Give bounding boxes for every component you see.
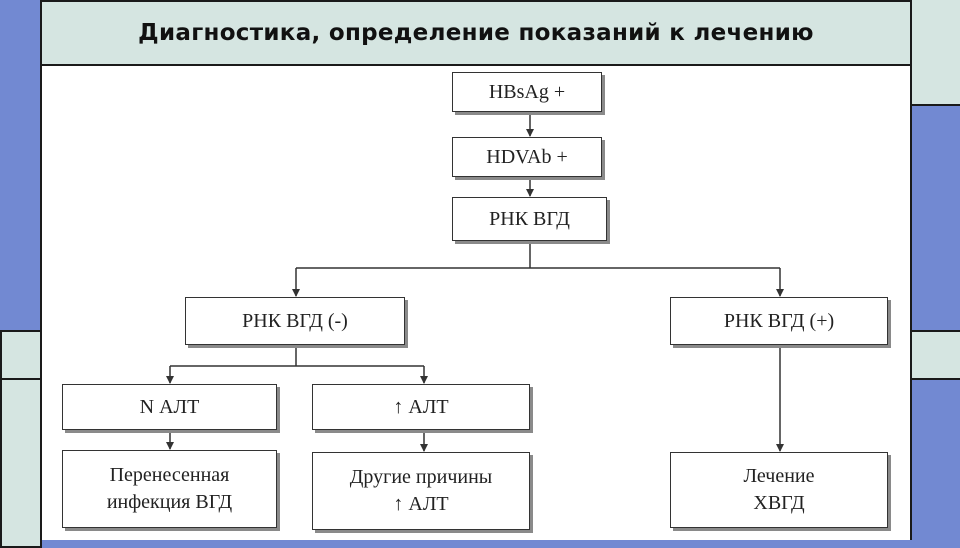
- decor-panel-right-middle: [910, 330, 960, 380]
- flowchart: HBsAg + HDVAb + РНК ВГД РНК ВГД (-) РНК …: [60, 70, 890, 538]
- decor-panel-left-bottom: [0, 378, 42, 548]
- node-hbsag: HBsAg +: [452, 72, 602, 112]
- node-hdvab: HDVAb +: [452, 137, 602, 177]
- other-causes-line1: Другие причины: [349, 466, 493, 488]
- flowchart-connectors: [166, 111, 784, 452]
- node-treatment: Лечение ХВГД: [670, 452, 888, 528]
- title-bar: Диагностика, определение показаний к леч…: [40, 0, 912, 66]
- node-alt-high: ↑ АЛТ: [312, 384, 530, 430]
- node-rna: РНК ВГД: [452, 197, 607, 241]
- node-alt-normal: N АЛТ: [62, 384, 277, 430]
- page-title: Диагностика, определение показаний к леч…: [138, 20, 814, 46]
- node-rna-positive: РНК ВГД (+): [670, 297, 888, 345]
- treatment-line2: ХВГД: [753, 492, 805, 514]
- decor-panel-right-top: [910, 0, 960, 106]
- node-past-infection: Перенесенная инфекция ВГД: [62, 450, 277, 528]
- node-other-causes: Другие причины ↑ АЛТ: [312, 452, 530, 530]
- decor-panel-left-top: [0, 330, 42, 380]
- treatment-line1: Лечение: [743, 465, 815, 487]
- node-rna-negative: РНК ВГД (-): [185, 297, 405, 345]
- other-causes-line2: ↑ АЛТ: [393, 493, 449, 515]
